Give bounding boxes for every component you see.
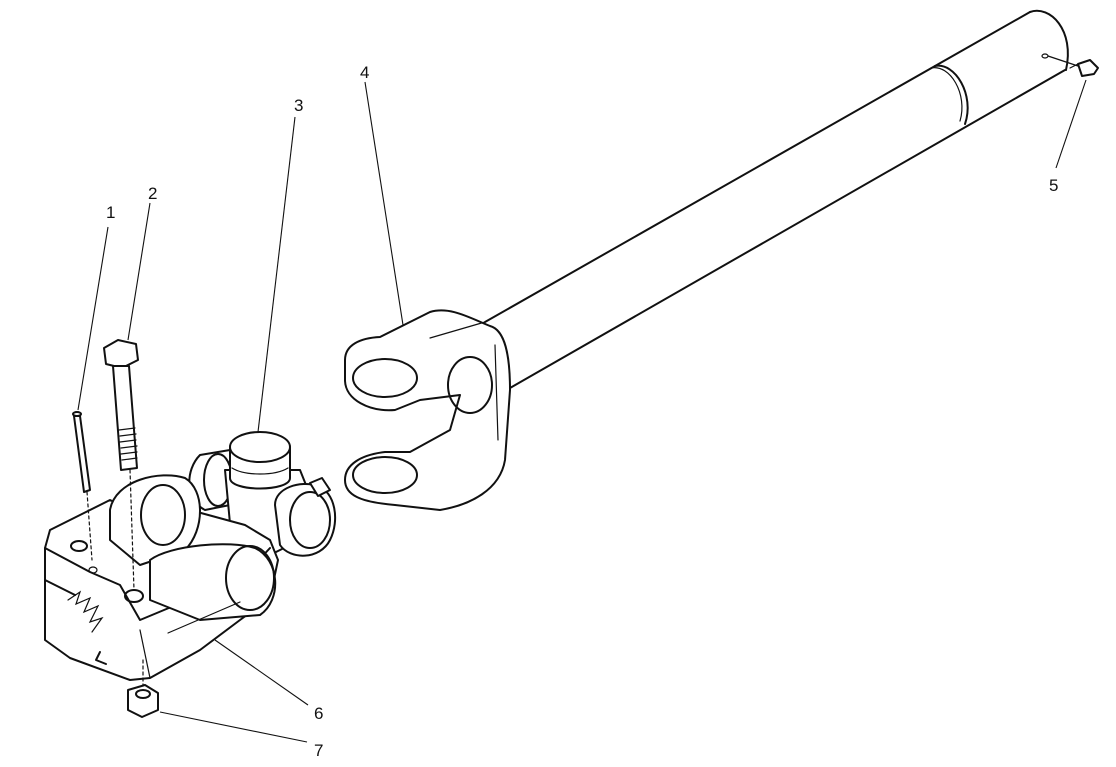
callout-6: 6	[314, 704, 324, 723]
callout-4: 4	[360, 63, 370, 82]
callout-5: 5	[1049, 176, 1059, 195]
callout-2: 2	[148, 184, 158, 203]
callout-7: 7	[314, 741, 324, 760]
cross-bearing-kit	[188, 431, 337, 561]
lock-nut	[127, 659, 159, 718]
leader-lines	[77, 79, 1087, 743]
grease-fitting	[1047, 55, 1099, 77]
roll-pin	[72, 411, 93, 561]
tube-yoke	[344, 309, 511, 511]
callout-1: 1	[106, 203, 116, 222]
bolt	[103, 339, 139, 591]
callout-3: 3	[294, 96, 304, 115]
shaft-tube	[484, 9, 1069, 389]
